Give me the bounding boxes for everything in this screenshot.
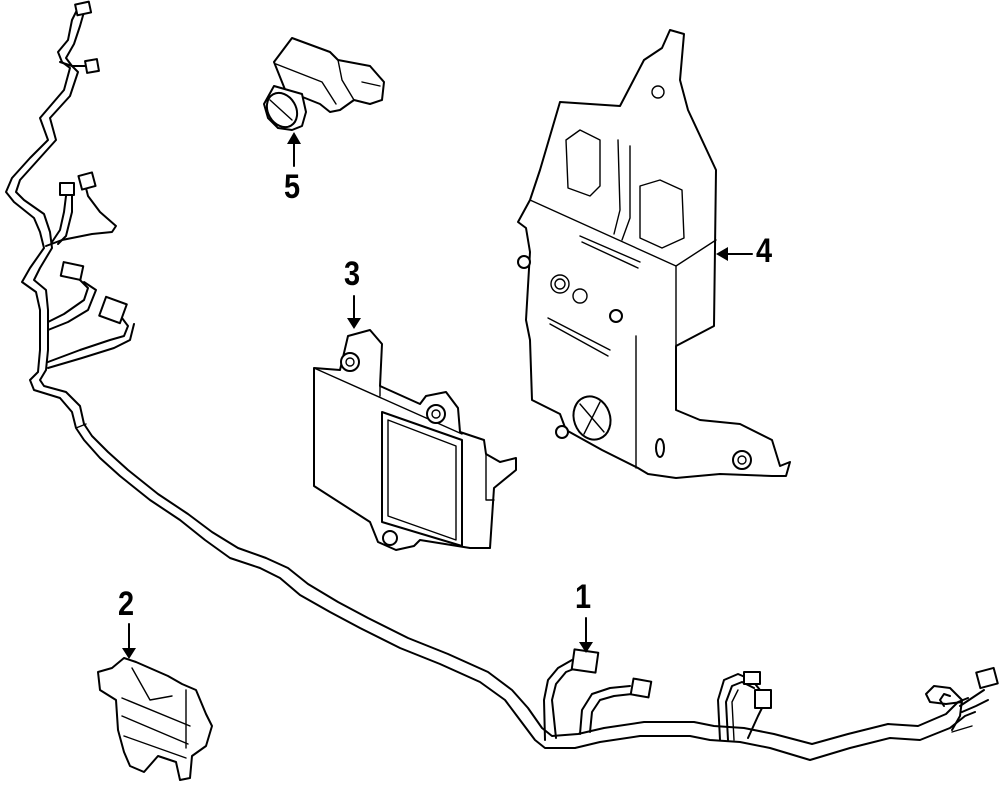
mount-hole-inner <box>345 357 355 367</box>
connector-plug <box>629 677 653 699</box>
module-label-border <box>387 419 457 541</box>
harness-branch <box>543 659 573 741</box>
connector-plug <box>84 58 100 74</box>
bracket-hole-inner <box>554 278 566 290</box>
bracket-slot <box>639 179 685 249</box>
bracket-slot <box>565 129 601 197</box>
bracket-slot-long <box>547 317 611 357</box>
callout-5-arrowhead <box>287 132 301 144</box>
wiring-harness[interactable] <box>5 0 999 761</box>
module-connector <box>485 453 495 501</box>
connector-plug <box>74 0 93 17</box>
harness-branch <box>589 693 633 733</box>
bracket-body <box>517 29 791 479</box>
harness-branch <box>579 685 631 735</box>
bracket-hole <box>572 288 588 304</box>
camera-sensor[interactable] <box>261 37 385 133</box>
connector-plug <box>570 648 600 674</box>
bracket-pin <box>555 425 569 439</box>
connector-plug <box>59 261 85 281</box>
connector-plug <box>59 182 75 196</box>
harness-branch <box>47 323 135 369</box>
bracket-hole <box>550 274 570 294</box>
bracket-pin <box>609 309 623 323</box>
harness-branch <box>57 195 73 245</box>
camera-edge <box>275 63 337 105</box>
camera-edge <box>361 81 381 87</box>
mount-hole-inner <box>431 409 441 419</box>
harness-branch <box>961 699 989 713</box>
harness-branch <box>47 275 89 323</box>
callout-3-arrowhead <box>347 318 361 329</box>
connector-ribs <box>121 697 191 759</box>
harness-branch <box>925 685 963 731</box>
connector-plug <box>975 666 999 690</box>
harness-branch <box>551 667 577 739</box>
camera-edge <box>337 59 355 101</box>
module-label-plate <box>381 411 463 547</box>
harness-branch <box>725 681 755 741</box>
callout-1-arrowhead <box>579 642 593 653</box>
callout-1-label[interactable]: 1 <box>575 578 592 616</box>
connector-plug <box>754 689 772 709</box>
bracket-hole <box>651 85 665 99</box>
callout-3-label[interactable]: 3 <box>344 255 361 293</box>
bracket-hole <box>732 450 752 470</box>
harness-branch <box>59 61 89 67</box>
connector-detail <box>131 667 187 749</box>
harness-branch <box>47 317 129 363</box>
connector-sensor[interactable] <box>97 657 213 781</box>
bracket-slot-long <box>579 235 641 269</box>
bracket-rib <box>621 145 631 241</box>
bracket-slot-hole <box>655 438 665 458</box>
camera-lens-ring <box>269 99 293 121</box>
harness-trunk-inner <box>15 11 969 745</box>
module-bracket[interactable] <box>517 29 791 479</box>
callout-2-arrowhead <box>122 648 136 659</box>
harness-branch <box>731 689 739 741</box>
harness-branch <box>47 281 97 331</box>
harness-branch <box>959 689 985 707</box>
mount-hole <box>340 352 360 372</box>
connector-body <box>97 657 213 781</box>
connector-plug <box>77 171 97 191</box>
mount-hole <box>382 530 398 546</box>
connector-plug <box>743 671 761 685</box>
callout-4-arrowhead <box>716 247 728 261</box>
connector-plug <box>98 295 128 325</box>
harness-loop <box>939 693 951 707</box>
callout-5-label[interactable]: 5 <box>284 168 301 206</box>
harness-sleeve <box>951 725 973 733</box>
harness-branch <box>747 703 765 739</box>
harness-trunk-outer <box>5 7 976 761</box>
callout-arrows <box>122 132 753 659</box>
harness-sleeve <box>75 423 87 429</box>
bracket-rib <box>613 139 621 235</box>
callout-2-label[interactable]: 2 <box>118 585 135 623</box>
bracket-pin <box>517 255 531 269</box>
callout-4-label[interactable]: 4 <box>756 232 773 270</box>
harness-branch <box>45 187 117 247</box>
mount-hole <box>426 404 446 424</box>
bracket-hole-inner <box>737 455 747 465</box>
control-module[interactable] <box>313 329 517 551</box>
bracket-clip-detail <box>579 401 605 435</box>
harness-branch <box>51 195 67 243</box>
